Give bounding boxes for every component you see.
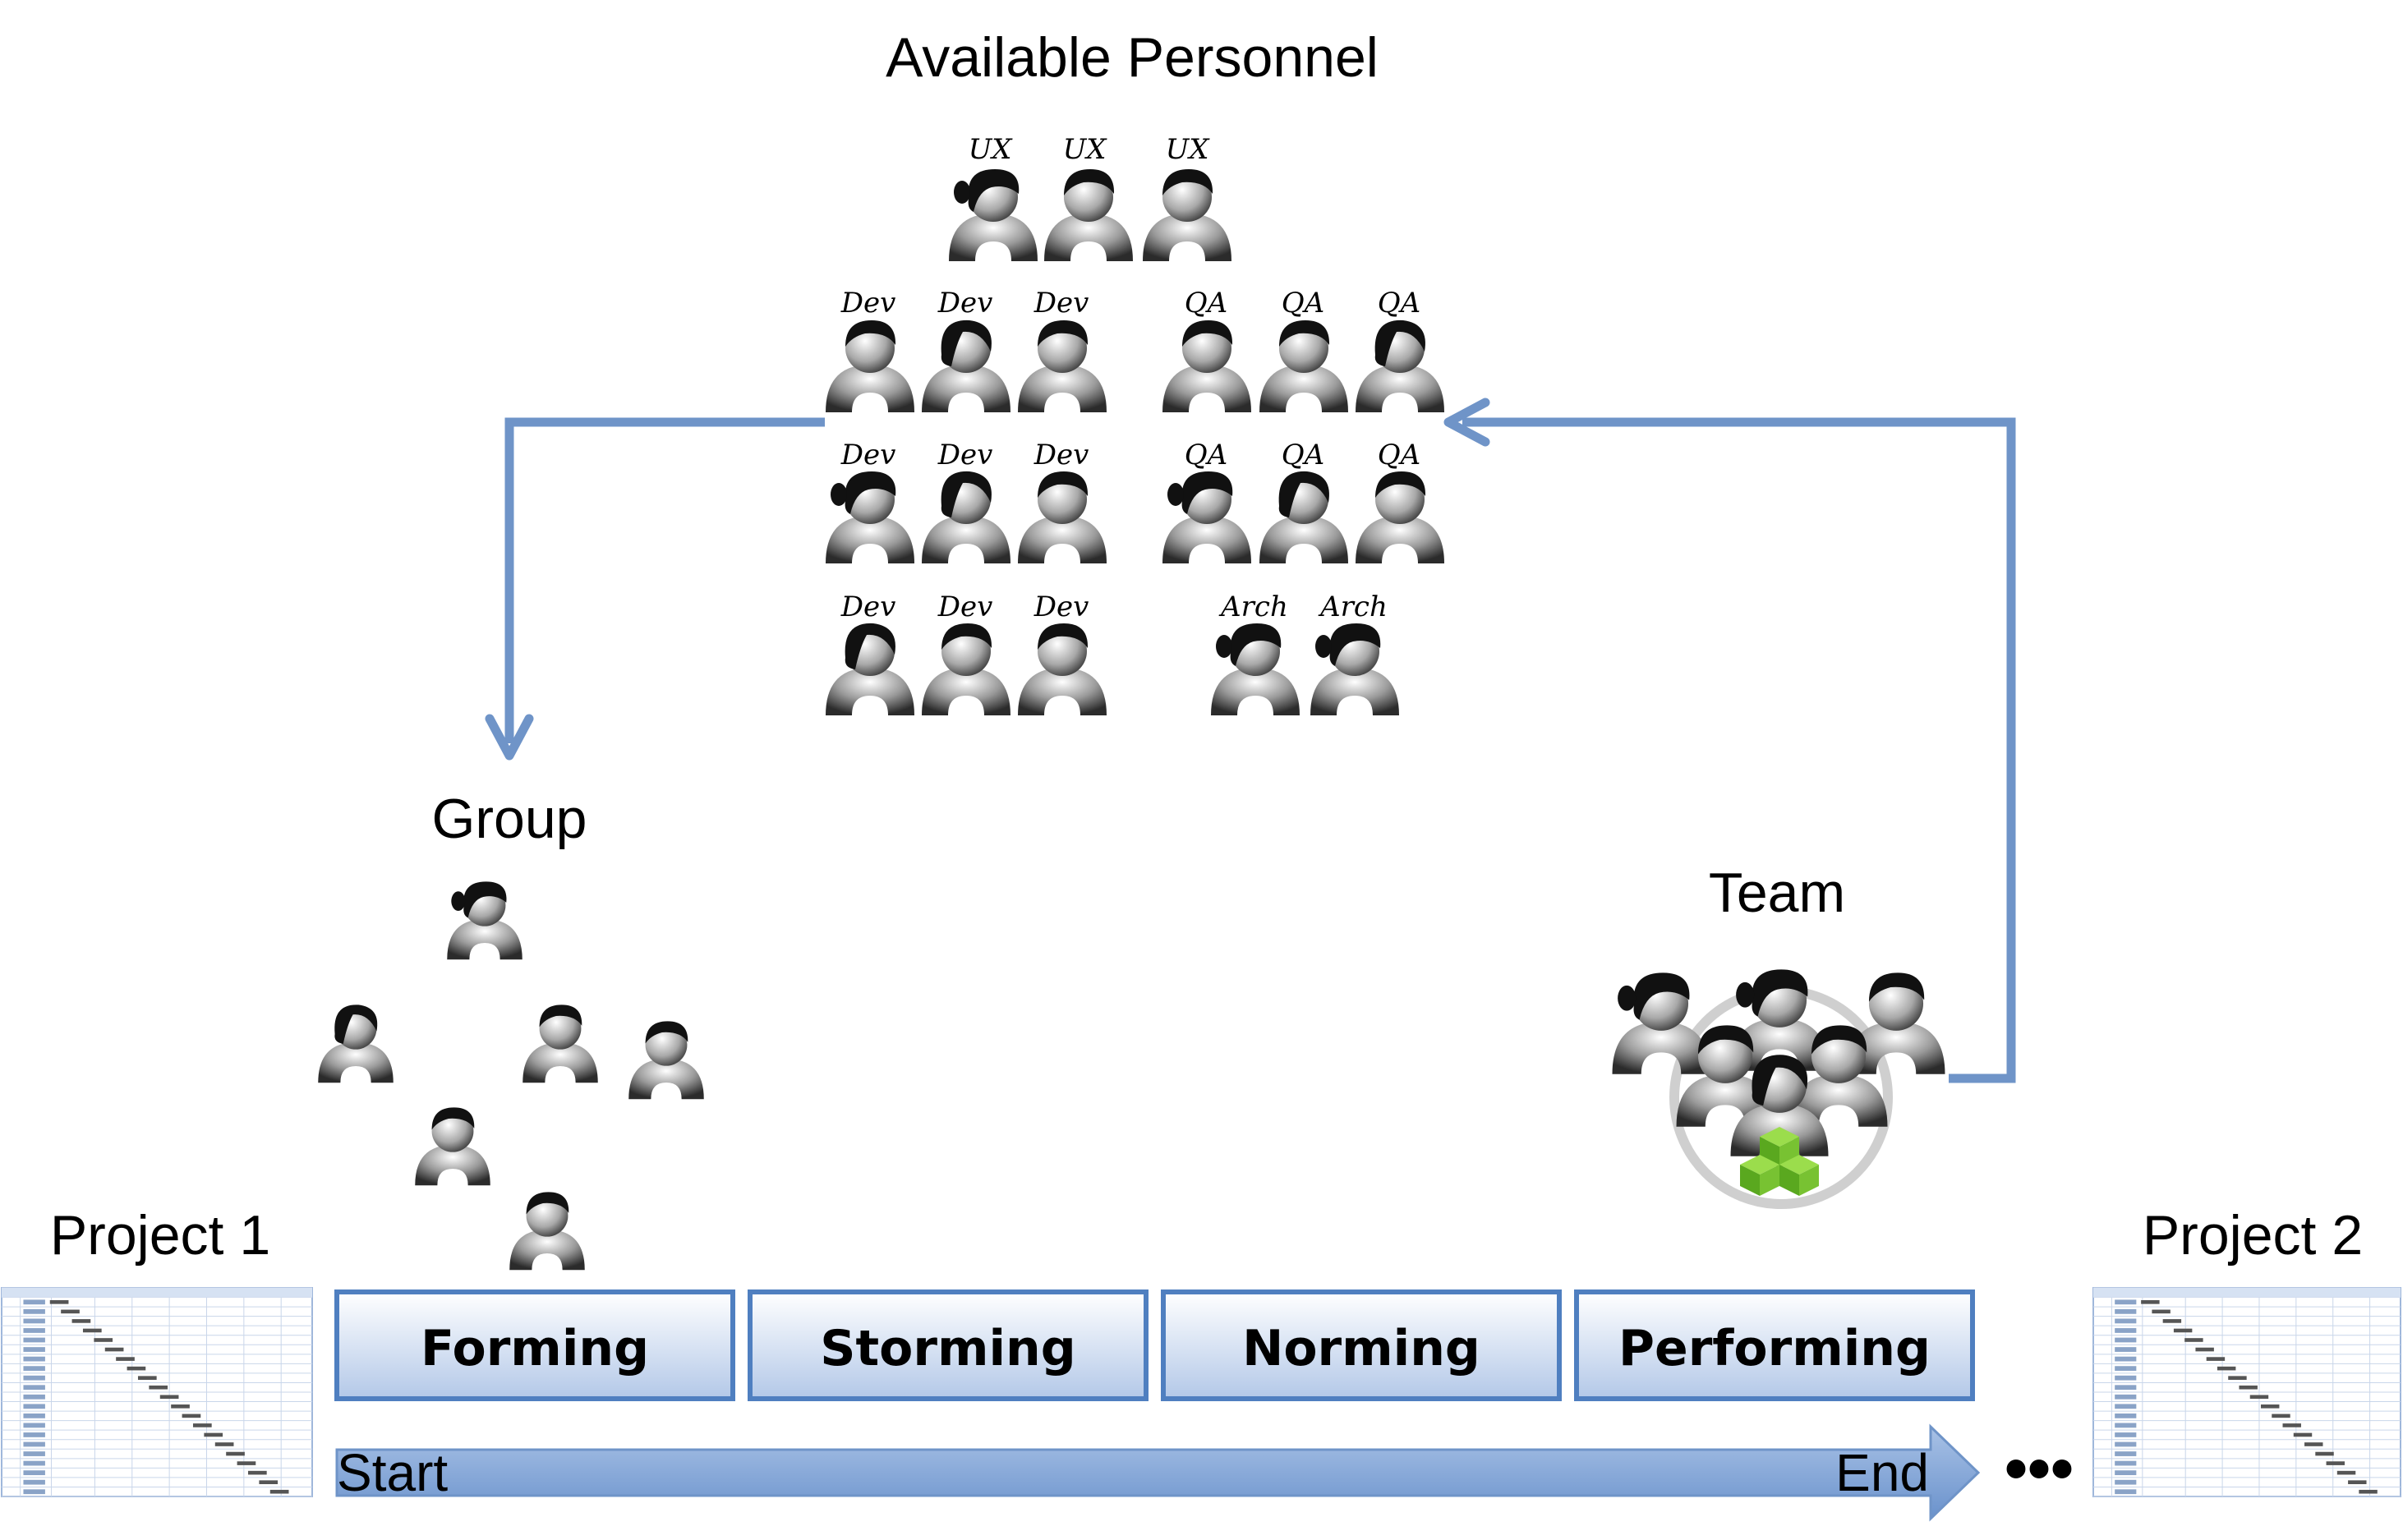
cubes-icon bbox=[1740, 1127, 1819, 1196]
person-icon bbox=[318, 1004, 394, 1083]
phase-label: Storming bbox=[820, 1320, 1075, 1377]
dev-arch-row: Dev Dev Dev Arch Arch bbox=[826, 591, 1399, 715]
group-people bbox=[318, 881, 704, 1271]
phase-norming: Norming bbox=[1161, 1289, 1562, 1401]
project-2-label: Project 2 bbox=[2143, 1204, 2363, 1266]
role-label-qa: QA bbox=[1378, 439, 1420, 471]
person-icon bbox=[922, 471, 1010, 563]
person-icon bbox=[1143, 169, 1231, 261]
person-icon bbox=[447, 881, 522, 960]
person-icon bbox=[1356, 471, 1444, 563]
person-icon bbox=[1044, 169, 1133, 261]
timeline-end-label: End bbox=[1835, 1443, 1929, 1502]
role-label-dev: Dev bbox=[1033, 287, 1089, 319]
flow-arrow-to-pool bbox=[1443, 398, 2016, 1083]
phase-label: Performing bbox=[1618, 1320, 1931, 1377]
person-icon bbox=[826, 471, 914, 563]
role-label-ux: UX bbox=[1166, 133, 1211, 166]
person-icon bbox=[1018, 471, 1107, 563]
timeline-arrow: Start End bbox=[335, 1423, 1981, 1522]
role-label-qa: QA bbox=[1282, 287, 1324, 319]
role-label-ux: UX bbox=[969, 133, 1014, 166]
group-title: Group bbox=[432, 788, 587, 850]
person-icon bbox=[509, 1192, 585, 1271]
timeline-start-label: Start bbox=[337, 1443, 448, 1502]
person-icon bbox=[1259, 471, 1348, 563]
person-icon bbox=[1310, 623, 1399, 715]
person-icon bbox=[1018, 320, 1107, 412]
person-icon bbox=[949, 169, 1038, 261]
role-label-qa: QA bbox=[1378, 287, 1420, 319]
phase-performing: Performing bbox=[1574, 1289, 1975, 1401]
person-icon bbox=[522, 1004, 598, 1083]
phase-label: Forming bbox=[421, 1320, 649, 1377]
dev-qa-row-1: Dev Dev Dev QA QA QA bbox=[826, 287, 1444, 412]
project-1-label: Project 1 bbox=[50, 1204, 270, 1266]
available-personnel-title: Available Personnel bbox=[886, 26, 1379, 89]
phase-label: Norming bbox=[1242, 1320, 1480, 1377]
person-icon bbox=[1162, 320, 1251, 412]
role-label-dev: Dev bbox=[937, 591, 993, 623]
role-label-ux: UX bbox=[1063, 133, 1108, 166]
person-icon bbox=[1356, 319, 1444, 412]
phase-forming: Forming bbox=[334, 1289, 735, 1401]
role-label-dev: Dev bbox=[840, 287, 896, 319]
role-label-dev: Dev bbox=[1033, 439, 1089, 471]
team-icon bbox=[1612, 969, 1945, 1209]
person-icon bbox=[1162, 471, 1251, 563]
person-icon bbox=[826, 623, 914, 715]
role-label-dev: Dev bbox=[1033, 591, 1089, 623]
role-label-dev: Dev bbox=[937, 439, 993, 471]
flow-arrow-to-group bbox=[485, 417, 825, 761]
role-label-dev: Dev bbox=[937, 287, 993, 319]
person-icon bbox=[415, 1107, 490, 1186]
person-icon bbox=[1211, 623, 1300, 715]
continuation-ellipsis: ••• bbox=[2005, 1432, 2074, 1505]
person-icon bbox=[1259, 320, 1348, 412]
person-icon bbox=[826, 320, 914, 412]
phase-storming: Storming bbox=[748, 1289, 1149, 1401]
person-icon bbox=[922, 623, 1010, 715]
dev-qa-row-2: Dev Dev Dev QA QA QA bbox=[826, 439, 1444, 563]
person-icon bbox=[628, 1021, 704, 1100]
role-label-arch: Arch bbox=[1218, 591, 1288, 623]
role-label-arch: Arch bbox=[1318, 591, 1388, 623]
team-title: Team bbox=[1709, 862, 1845, 924]
role-label-qa: QA bbox=[1282, 439, 1324, 471]
gantt-chart-icon bbox=[2092, 1287, 2401, 1497]
person-icon bbox=[922, 319, 1010, 412]
role-label-dev: Dev bbox=[840, 439, 896, 471]
role-label-dev: Dev bbox=[840, 591, 896, 623]
role-label-qa: QA bbox=[1185, 287, 1227, 319]
role-label-qa: QA bbox=[1185, 439, 1227, 471]
person-icon bbox=[1018, 623, 1107, 715]
ux-group: UX UX UX bbox=[949, 133, 1231, 261]
gantt-chart-icon bbox=[1, 1287, 313, 1497]
